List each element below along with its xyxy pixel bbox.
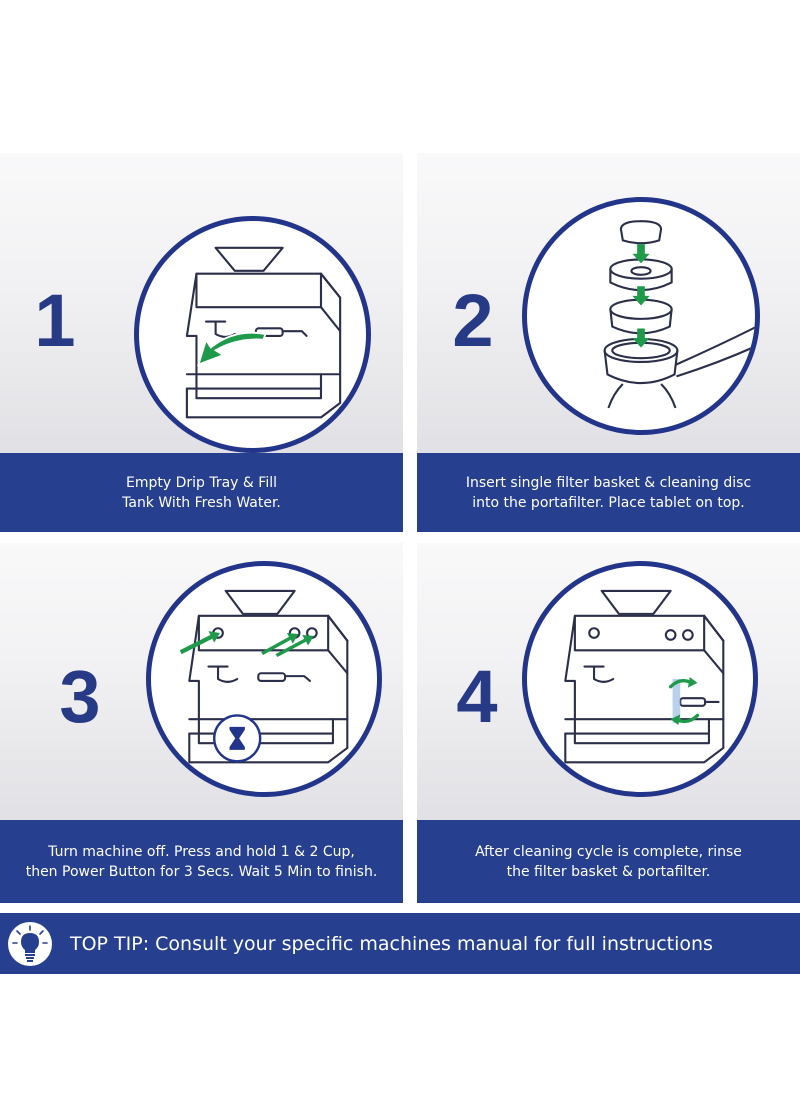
espresso-machine-buttons-icon [179,589,349,764]
step-4-panel: 4 [417,543,800,903]
step-3-caption: Turn machine off. Press and hold 1 & 2 C… [0,820,403,903]
step-1-illustration [134,216,371,453]
step-number: 2 [452,279,494,362]
step-number: 1 [34,279,76,362]
step-1-panel: 1 Empty Drip Tray & Fill Tank With Fresh… [0,153,403,532]
portafilter-assembly-icon [603,220,755,409]
step-2-illustration [522,197,760,435]
caption-line: into the portafilter. Place tablet on to… [472,494,745,511]
caption-line: Insert single filter basket & cleaning d… [465,474,752,491]
step-number: 3 [59,655,101,738]
step-2-panel: 2 Insert single filter [417,153,800,532]
caption-line: Empty Drip Tray & Fill [126,474,277,491]
step-number: 4 [456,655,498,738]
caption-line: After cleaning cycle is complete, rinse [475,843,742,860]
espresso-machine-drip-tray-icon [185,246,342,419]
caption-line: Tank With Fresh Water. [122,494,281,511]
step-4-illustration [522,561,758,797]
step-3-panel: 3 [0,543,403,903]
hourglass-icon [229,726,245,750]
step-3-illustration [146,561,382,797]
caption-line: Turn machine off. Press and hold 1 & 2 C… [48,843,355,860]
step-1-caption: Empty Drip Tray & Fill Tank With Fresh W… [0,453,403,532]
lightbulb-icon [8,921,52,966]
caption-line: then Power Button for 3 Secs. Wait 5 Min… [25,863,378,880]
top-tip-banner: TOP TIP: Consult your specific machines … [0,913,800,974]
caption-line: the filter basket & portafilter. [506,863,711,880]
top-tip-text: TOP TIP: Consult your specific machines … [70,932,713,955]
espresso-machine-rinse-icon [564,589,725,764]
step-4-caption: After cleaning cycle is complete, rinse … [417,820,800,903]
step-2-caption: Insert single filter basket & cleaning d… [417,453,800,532]
